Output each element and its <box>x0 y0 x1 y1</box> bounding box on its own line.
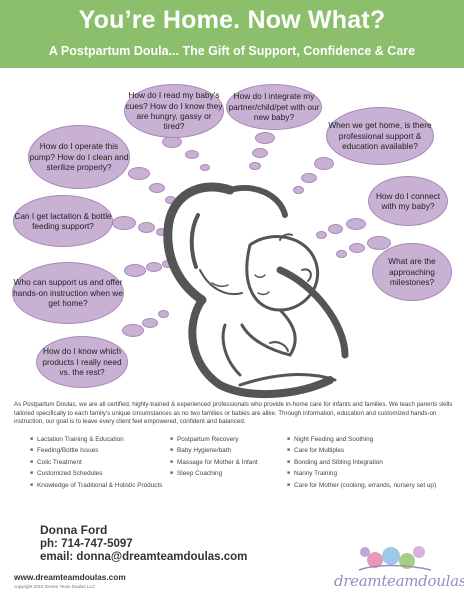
question-cloud-professional-support: When we get home, is there professional … <box>326 107 434 165</box>
thought-puff <box>293 186 304 194</box>
service-item: Bonding and Sibling Integration <box>287 457 436 468</box>
website-link[interactable]: www.dreamteamdoulas.com <box>14 572 126 582</box>
copyright-text: copyright 2016 Dream Team Doulas LLC <box>14 584 96 589</box>
thought-puff <box>255 132 275 144</box>
services-list-2: Postpartum Recovery Baby Hygiene/bath Ma… <box>170 434 258 480</box>
page-title: You’re Home. Now What? <box>78 6 386 34</box>
service-item: Nanny Training <box>287 468 436 479</box>
thought-puff <box>124 264 146 277</box>
service-item: Colic Treatment <box>30 457 162 468</box>
question-text: How do I operate this pump? How do I cle… <box>29 141 129 173</box>
question-text: How do I know which products I really ne… <box>42 346 122 378</box>
question-cloud-lactation: Can I get lactation & bottle feeding sup… <box>13 195 113 247</box>
logo-text: dreamteamdoulas <box>334 572 464 590</box>
service-item: Care for Multiples <box>287 445 436 456</box>
thought-puff <box>252 148 268 158</box>
service-item: Massage for Mother & Infant <box>170 457 258 468</box>
question-cloud-pump: How do I operate this pump? How do I cle… <box>28 125 130 189</box>
question-text: When we get home, is there professional … <box>328 120 432 152</box>
question-cloud-milestones: What are the approaching milestones? <box>372 243 452 301</box>
question-text: What are the approaching milestones? <box>388 256 436 288</box>
service-item: Baby Hygiene/bath <box>170 445 258 456</box>
dreamteamdoulas-logo-icon <box>358 546 432 571</box>
question-cloud-baby-cues: How do I read my baby’s cues? How do I k… <box>124 84 224 138</box>
thought-puff <box>346 218 366 230</box>
contact-phone[interactable]: ph: 714-747-5097 <box>40 538 133 550</box>
service-item: Customized Schedules <box>30 468 162 479</box>
question-cloud-products: How do I know which products I really ne… <box>36 336 128 388</box>
question-text: Can I get lactation & bottle feeding sup… <box>14 210 112 231</box>
thought-puff <box>138 222 155 233</box>
question-text: Who can support us and offer hands-on in… <box>13 277 123 309</box>
services-list-1: Lactation Training & Education Feeding/B… <box>30 434 162 491</box>
thought-puff <box>149 183 165 193</box>
thought-puff <box>301 173 317 183</box>
service-item: Lactation Training & Education <box>30 434 162 445</box>
question-text: How do I integrate my partner/child/pet … <box>228 91 320 123</box>
thought-puff <box>249 162 261 170</box>
question-cloud-hands-on: Who can support us and offer hands-on in… <box>12 262 124 324</box>
page-subtitle: A Postpartum Doula... The Gift of Suppor… <box>48 44 416 58</box>
mother-baby-illustration <box>163 182 349 398</box>
service-item: Feeding/Bottle Issues <box>30 445 162 456</box>
thought-puff <box>146 262 162 272</box>
thought-puff <box>142 318 158 328</box>
service-item: Sleep Coaching <box>170 468 258 479</box>
thought-puff <box>200 164 210 171</box>
service-item: Knowledge of Traditional & Holistic Prod… <box>30 480 162 491</box>
thought-puff <box>336 250 347 258</box>
services-list-3: Night Feeding and Soothing Care for Mult… <box>287 434 436 491</box>
question-cloud-connect-baby: How do I connect with my baby? <box>368 176 448 226</box>
question-cloud-integrate-family: How do I integrate my partner/child/pet … <box>226 84 322 130</box>
service-item: Postpartum Recovery <box>170 434 258 445</box>
thought-puff <box>185 150 199 159</box>
thought-puff <box>128 167 150 180</box>
thought-puff <box>158 310 169 318</box>
contact-email[interactable]: email: donna@dreamteamdoulas.com <box>40 551 248 563</box>
header-banner: You’re Home. Now What? A Postpartum Doul… <box>0 0 464 68</box>
thought-puff <box>122 324 144 337</box>
service-item: Care for Mother (cooking, errands, nurse… <box>287 480 436 491</box>
thought-puff <box>316 231 327 239</box>
thought-puff <box>367 236 391 250</box>
thought-puff <box>328 224 343 234</box>
question-text: How do I connect with my baby? <box>375 190 441 211</box>
contact-name: Donna Ford <box>40 523 108 537</box>
intro-paragraph: As Postpartum Doulas, we are all certifi… <box>14 401 453 426</box>
thought-puff <box>349 243 365 253</box>
thought-puff <box>314 157 334 170</box>
question-text: How do I read my baby’s cues? How do I k… <box>125 90 223 132</box>
service-item: Night Feeding and Soothing <box>287 434 436 445</box>
